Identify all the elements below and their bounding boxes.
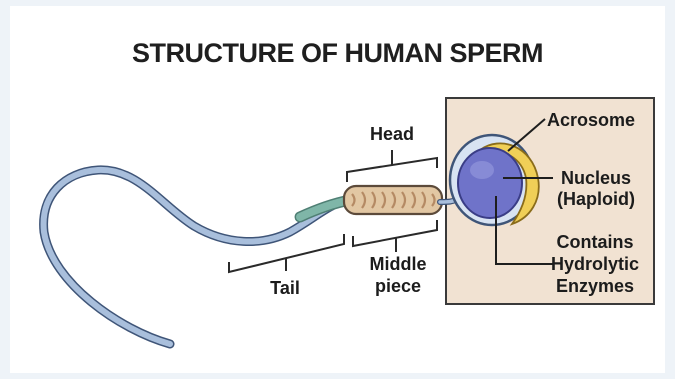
label-nucleus-line2: (Haploid): [557, 189, 635, 209]
middle-piece: [344, 186, 442, 214]
label-enzymes-line2: Hydrolytic: [551, 254, 639, 274]
label-acrosome: Acrosome: [547, 110, 635, 130]
nucleus-highlight: [470, 161, 494, 179]
label-middle-piece-line1: Middle: [370, 254, 427, 274]
label-head: Head: [370, 124, 414, 144]
label-enzymes-line3: Enzymes: [556, 276, 634, 296]
nucleus: [458, 148, 522, 218]
label-nucleus-line1: Nucleus: [561, 168, 631, 188]
label-enzymes-line1: Contains: [556, 232, 633, 252]
label-tail: Tail: [270, 278, 300, 298]
label-middle-piece-line2: piece: [375, 276, 421, 296]
